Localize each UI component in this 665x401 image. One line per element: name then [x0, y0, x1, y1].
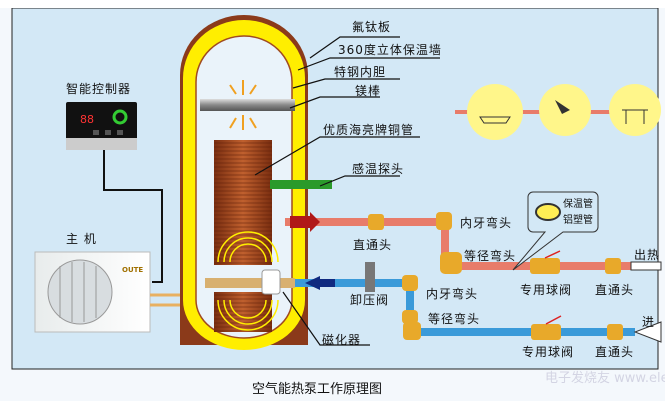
- label-hot-out: 出热: [634, 248, 660, 262]
- label-straight-joint-2: 直通头: [595, 283, 634, 297]
- ball-valve: [531, 324, 561, 340]
- label-cold-in: 进: [642, 315, 655, 329]
- magnetizer: [261, 269, 281, 295]
- hot-water-pipe: [285, 212, 662, 274]
- straight-joint: [368, 214, 384, 230]
- label-copper-coil: 优质海亮牌铜管: [323, 122, 414, 137]
- label-aluminum-plastic-pipe: 铝塑管: [563, 213, 593, 226]
- label-female-elbow-1: 内牙弯头: [460, 215, 512, 230]
- label-temp-probe: 感温探头: [352, 161, 404, 176]
- bathtub-icon: [467, 84, 523, 140]
- watermark: 电子发烧友 www.elecfans.com: [545, 370, 665, 386]
- hot-flow-arrow-icon: [290, 212, 320, 232]
- label-main-unit: 主 机: [66, 232, 97, 246]
- ball-valve: [530, 258, 560, 274]
- diagram-caption: 空气能热泵工作原理图: [252, 381, 382, 397]
- label-insulation-pipe: 保温管: [563, 197, 593, 210]
- cold-flow-arrow-icon: [305, 276, 335, 290]
- label-magnetizer: 磁化器: [322, 332, 361, 347]
- controller-display: 88: [80, 113, 94, 126]
- label-straight-joint-1: 直通头: [353, 238, 392, 252]
- heat-arrows: [229, 80, 257, 130]
- magnesium-rod: [200, 99, 295, 111]
- controller-ring-icon: [112, 109, 128, 125]
- label-relief-valve: 卸压阀: [350, 292, 389, 307]
- label-female-elbow-2: 内牙弯头: [426, 286, 478, 301]
- temperature-probe: [270, 180, 332, 189]
- relief-valve: [365, 262, 375, 292]
- outdoor-unit: OUTE: [34, 251, 151, 333]
- label-magnesium-rod: 镁棒: [355, 84, 381, 98]
- label-insulation-wall: 360度立体保温墙: [338, 42, 442, 57]
- label-fluorine-titanium-plate: 氟钛板: [352, 19, 391, 34]
- label-controller: 智能控制器: [66, 81, 131, 96]
- unit-brand-logo: OUTE: [122, 266, 143, 274]
- cold-water-pipe: [205, 262, 662, 343]
- label-equal-elbow-1: 等径弯头: [464, 248, 516, 263]
- label-ball-valve-1: 专用球阀: [520, 282, 572, 297]
- label-ball-valve-2: 专用球阀: [522, 344, 574, 359]
- label-straight-joint-3: 直通头: [595, 345, 634, 359]
- label-steel-liner: 特钢内胆: [334, 64, 386, 79]
- usage-icons: [455, 84, 661, 140]
- magnetic-waves: [217, 231, 279, 331]
- smart-controller: 88: [66, 102, 137, 150]
- label-equal-elbow-2: 等径弯头: [428, 311, 480, 326]
- control-cable: [103, 150, 163, 283]
- pipe-callout: 保温管 铝塑管: [512, 191, 599, 271]
